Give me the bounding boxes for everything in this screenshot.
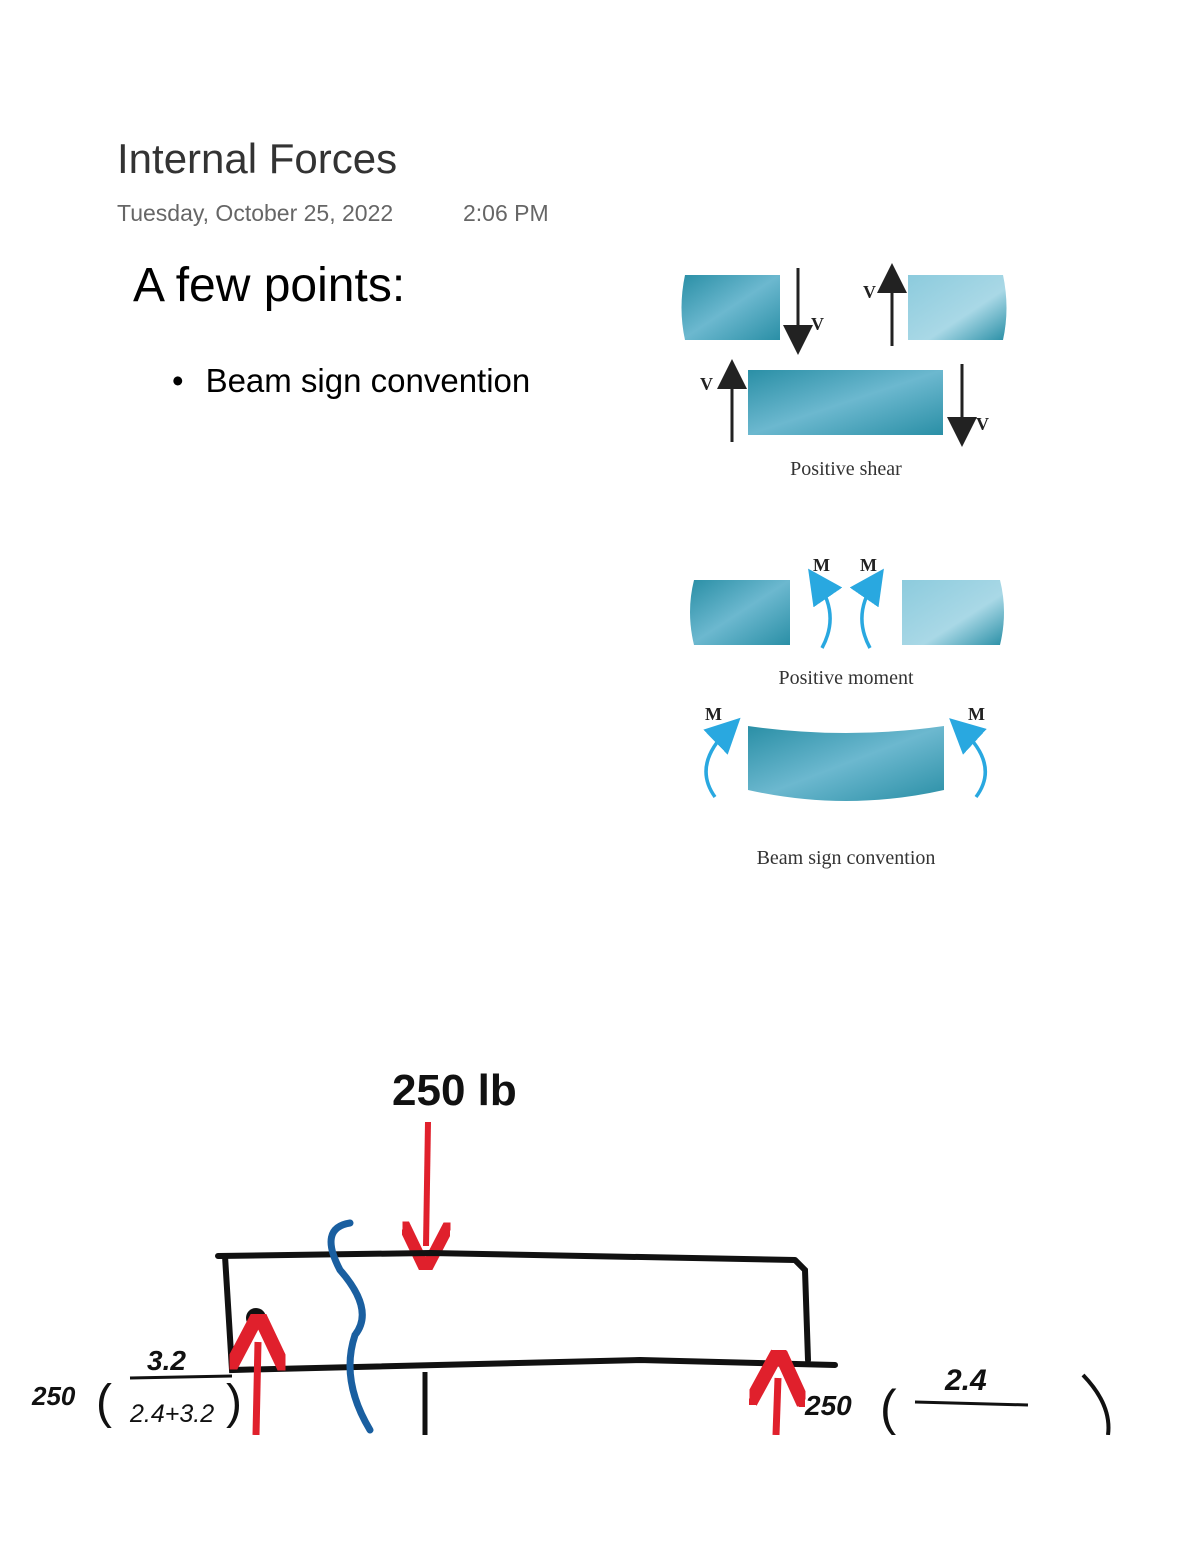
shear-label: V xyxy=(863,282,876,302)
left-paren: ) xyxy=(226,1376,242,1429)
note-date: Tuesday, October 25, 2022 xyxy=(117,200,394,226)
page-title: Internal Forces xyxy=(117,135,398,182)
beam-sketch: 250 lb 250 ( 3.2 2.4+3.2 ) 250 ( 2.4 xyxy=(31,1066,1111,1435)
shear-segment-right xyxy=(908,275,1007,340)
moment-label: M xyxy=(860,555,877,575)
moment-arrow-left xyxy=(808,568,843,649)
bullet-text: Beam sign convention xyxy=(205,362,531,399)
bullet-glyph: • xyxy=(172,362,184,399)
moment-arrow-right xyxy=(849,568,884,649)
moment-segment-left xyxy=(690,580,790,645)
shear-label: V xyxy=(811,314,824,334)
moment-segment-right xyxy=(902,580,1004,645)
left-reaction-coeff: 250 xyxy=(31,1381,76,1411)
right-fraction-bar xyxy=(914,1400,1029,1407)
right-numerator: 2.4 xyxy=(944,1364,987,1397)
moment-label: M xyxy=(705,704,722,724)
caption-positive-moment: Positive moment xyxy=(779,667,914,689)
right-paren xyxy=(1081,1373,1111,1435)
left-denominator: 2.4+3.2 xyxy=(129,1400,214,1428)
right-reaction-arrow xyxy=(776,1378,778,1435)
moment-arrow-right xyxy=(949,718,988,799)
bent-beam xyxy=(748,726,944,801)
shear-label: V xyxy=(976,414,989,434)
left-reaction-arrow xyxy=(256,1342,258,1435)
sign-convention-figure: V V V V Positive shear M M Positive mome… xyxy=(681,263,1007,869)
shear-segment-left xyxy=(681,275,780,340)
left-fraction-bar xyxy=(129,1374,233,1380)
left-numerator: 3.2 xyxy=(147,1345,186,1376)
load-label: 250 lb xyxy=(392,1066,517,1115)
cut-line xyxy=(327,1219,374,1434)
shear-label: V xyxy=(700,374,713,394)
caption-beam-sign-convention: Beam sign convention xyxy=(757,847,936,869)
point-marker xyxy=(246,1308,266,1328)
note-time: 2:06 PM xyxy=(463,200,549,226)
moment-label: M xyxy=(813,555,830,575)
slide-heading: A few points: xyxy=(133,259,406,312)
caption-positive-shear: Positive shear xyxy=(790,458,902,480)
moment-arrow-left xyxy=(703,717,741,799)
bullet-item: • Beam sign convention xyxy=(172,362,530,400)
load-arrow xyxy=(426,1121,428,1246)
left-paren: ( xyxy=(96,1376,112,1429)
shear-beam xyxy=(748,370,943,435)
right-paren: ( xyxy=(880,1380,897,1435)
beam-outline xyxy=(215,1249,838,1374)
moment-label: M xyxy=(968,704,985,724)
right-reaction-coeff: 250 xyxy=(804,1390,852,1421)
